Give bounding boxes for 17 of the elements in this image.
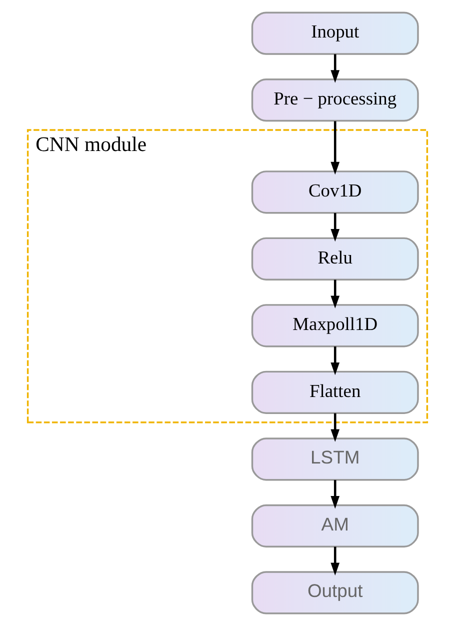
arrow — [330, 280, 340, 308]
arrow — [330, 546, 340, 576]
node-box: Cov1D — [251, 170, 419, 214]
arrow — [330, 480, 340, 509]
arrow — [330, 413, 340, 442]
arrow — [330, 346, 340, 376]
node-box: Maxpoll1D — [251, 304, 419, 348]
node-box: AM — [251, 504, 419, 548]
node-box: LSTM — [251, 438, 419, 481]
arrow — [330, 54, 340, 83]
arrow — [330, 213, 340, 242]
arrow — [330, 121, 340, 175]
node-box: Pre − processing — [251, 78, 419, 122]
node-box: Inoput — [251, 12, 419, 55]
node-box: Relu — [251, 237, 419, 280]
node-box: Output — [251, 571, 419, 614]
node-box: Flatten — [251, 370, 419, 414]
